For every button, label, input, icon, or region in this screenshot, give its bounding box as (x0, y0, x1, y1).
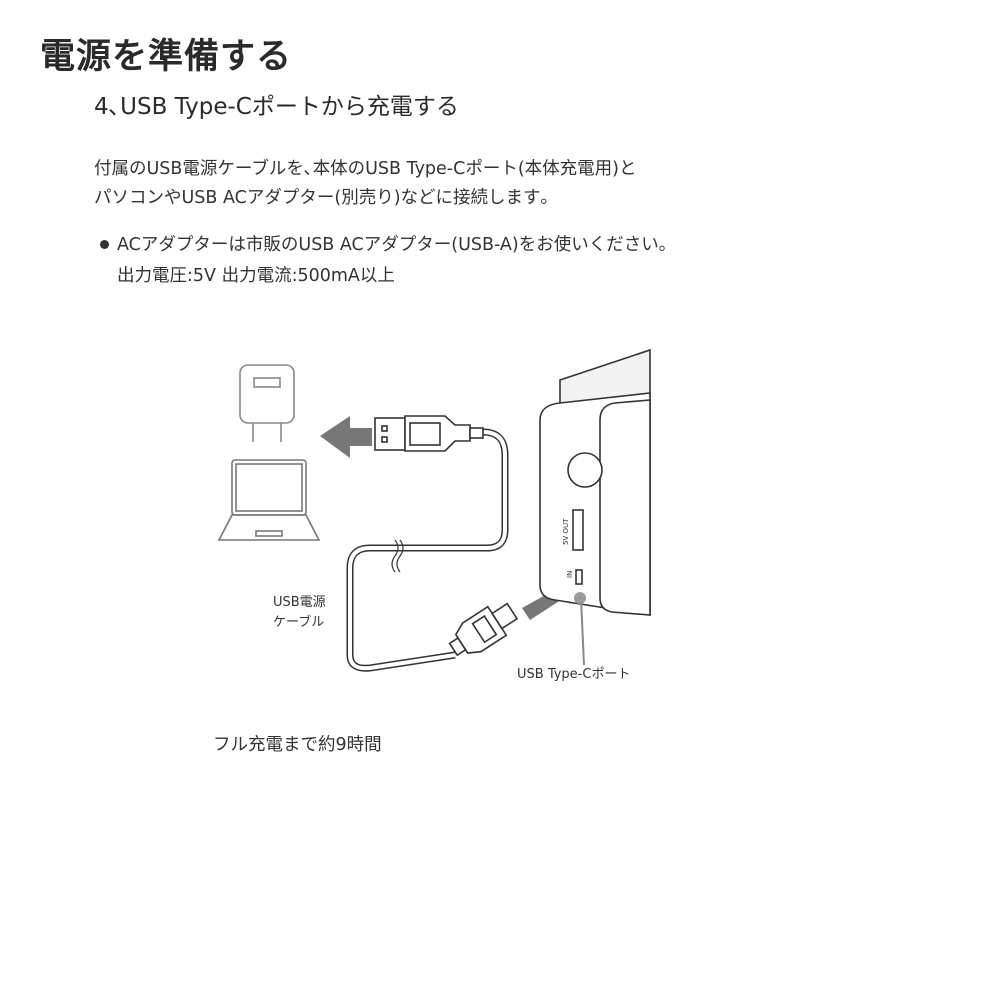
ac-adapter-icon (239, 364, 295, 442)
charge-time-caption: フル充電まで約9時間 (213, 735, 382, 755)
in-label: IN (566, 571, 574, 578)
cable-label-2: ケーブル (273, 614, 324, 630)
arrow-left-icon (320, 416, 372, 458)
page-title: 電源を準備する (40, 37, 293, 77)
usb-cable-inner (348, 430, 507, 671)
port-label: USB Type-Cポート (517, 667, 630, 682)
port-callout-line (580, 597, 585, 666)
laptop-icon (217, 459, 321, 541)
cable-label-1: USB電源 (273, 595, 326, 610)
usb-a-plug (374, 415, 484, 452)
usb-c-plug (448, 602, 519, 657)
body-line-1: 付属のUSB電源ケーブルを､本体のUSB Type-Cポート(本体充電用)と (94, 159, 637, 179)
note-line-2: 出力電圧:5V 出力電流:500mA以上 (117, 266, 395, 286)
body-line-2: パソコンやUSB ACアダプター(別売り)などに接続します｡ (94, 188, 550, 208)
section-heading: 4､USB Type-Cポートから充電する (94, 94, 459, 120)
bullet-icon (100, 240, 109, 249)
5v-out-label: 5V OUT (562, 518, 570, 545)
port-marker (574, 592, 586, 604)
radio-device (539, 348, 651, 616)
note-line-1: ACアダプターは市販のUSB ACアダプター(USB-A)をお使いください｡ (117, 235, 668, 255)
cable-break-mark (391, 539, 404, 573)
